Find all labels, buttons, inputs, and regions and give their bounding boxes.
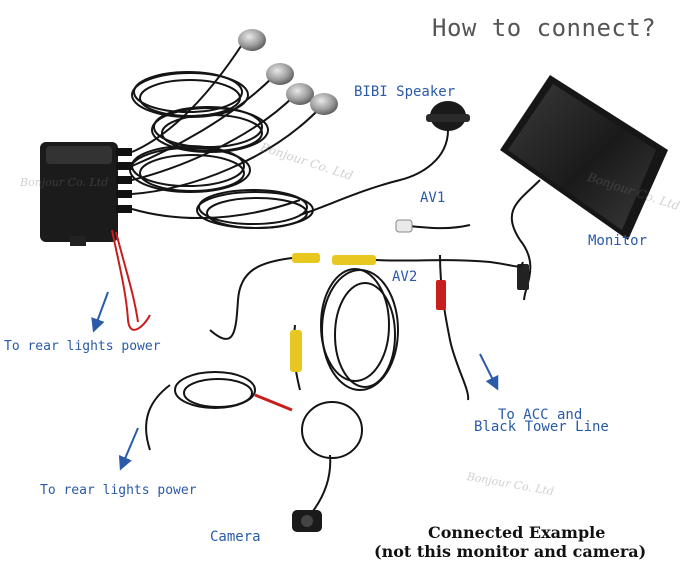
label-acc-line2: Black Tower Line (474, 420, 609, 434)
label-monitor: Monitor (588, 234, 647, 248)
camera-assembly (146, 325, 362, 532)
example-caption-line1: Connected Example (428, 523, 605, 542)
page-title: How to connect? (432, 14, 656, 42)
label-rear-lights-power: To rear lights power (40, 484, 197, 497)
label-rear-lights-power: To rear lights power (4, 340, 161, 353)
label-bibi-speaker: BIBI Speaker (354, 85, 455, 99)
arrow-icon (121, 428, 138, 468)
example-caption-line2: (not this monitor and camera) (374, 542, 646, 561)
av-cables (210, 220, 523, 400)
control-box (40, 142, 132, 246)
watermark: Bonjour Co. Ltd (20, 176, 108, 189)
label-av2: AV2 (392, 270, 417, 284)
label-av1: AV1 (420, 191, 445, 205)
arrow-icon (480, 354, 497, 388)
arrow-icon (94, 292, 108, 330)
label-camera: Camera (210, 530, 261, 544)
power-wires (112, 230, 150, 330)
